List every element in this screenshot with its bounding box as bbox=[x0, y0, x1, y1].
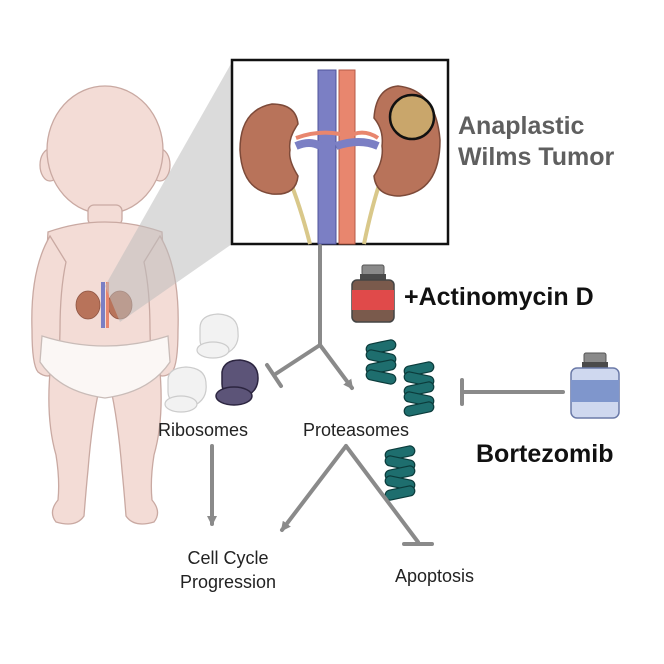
baby-illustration bbox=[31, 85, 179, 525]
proteasomes-label: Proteasomes bbox=[303, 420, 410, 440]
bortezomib-label: Bortezomib bbox=[476, 440, 614, 468]
kidney-inset bbox=[230, 58, 450, 246]
proteasome-2 bbox=[403, 361, 435, 417]
cell-cycle-label-1: Cell Cycle bbox=[187, 548, 269, 568]
ribosome-ghosts bbox=[164, 313, 239, 413]
proteasome-3 bbox=[384, 445, 416, 501]
arrow-to-proteasomes bbox=[318, 343, 354, 390]
inhibit-ribosomes bbox=[272, 343, 322, 377]
zoom-cone bbox=[105, 62, 232, 322]
proteasome-1 bbox=[365, 339, 397, 385]
proteasome-group bbox=[365, 339, 435, 501]
ribosomes-label: Ribosomes bbox=[158, 420, 249, 440]
actinomycin-label: +Actinomycin D bbox=[404, 283, 594, 311]
inhibit-apoptosis bbox=[344, 444, 420, 544]
left-kidney bbox=[239, 103, 299, 195]
apoptosis-label: Apoptosis bbox=[395, 566, 475, 586]
ribosome-active bbox=[215, 359, 259, 406]
diaper bbox=[39, 335, 171, 399]
cell-cycle-label-2: Progression bbox=[179, 572, 277, 592]
title-line-1: Anaplastic bbox=[458, 112, 585, 140]
inhibit-ribosomes-bar bbox=[265, 363, 283, 388]
title-line-2: Wilms Tumor bbox=[458, 143, 615, 171]
pathway-arrows bbox=[207, 244, 565, 546]
arrow-proteasome-cell-cycle bbox=[280, 444, 348, 532]
tumor-mass bbox=[388, 93, 436, 141]
bortezomib-vial bbox=[570, 352, 620, 419]
actinomycin-vial bbox=[351, 264, 395, 323]
